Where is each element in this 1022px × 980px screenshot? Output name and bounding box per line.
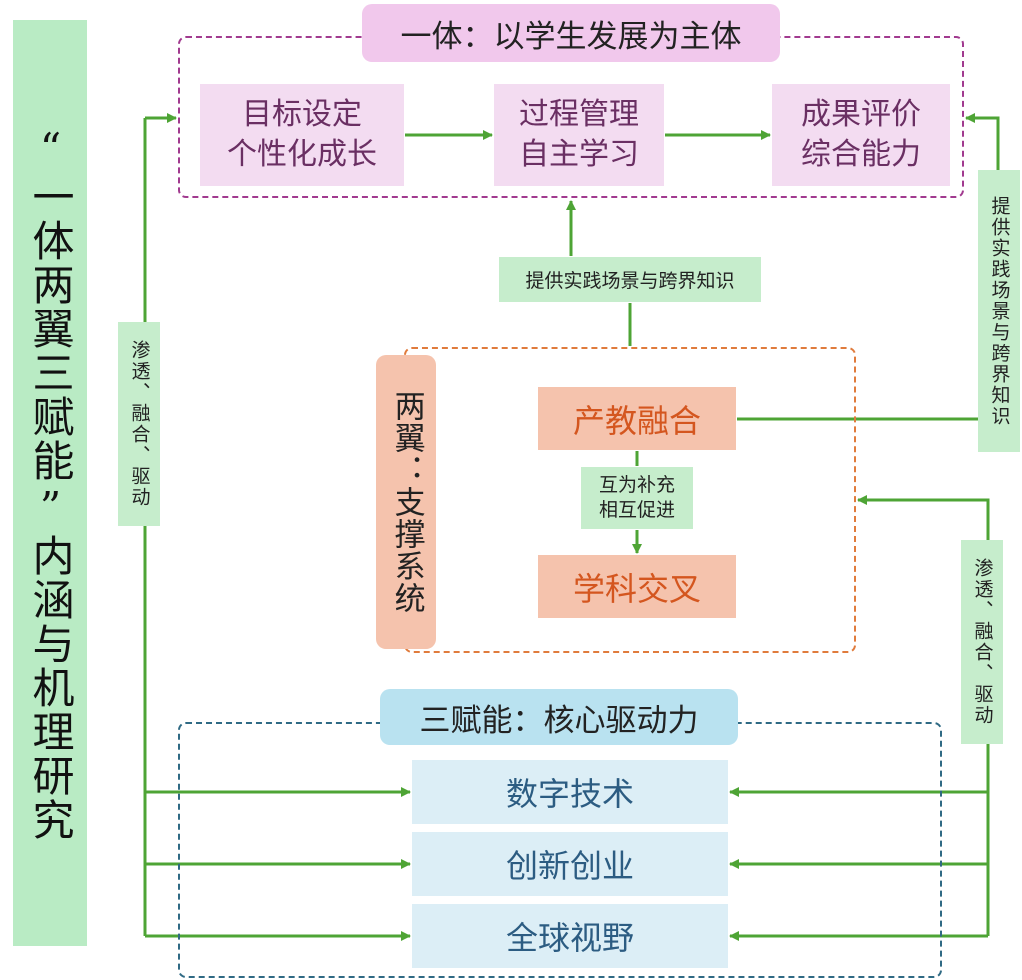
top-section-header: 一体：以学生发展为主体 [362,4,780,62]
side-title-text: “一体两翼三赋能”内涵与机理研究 [26,124,75,842]
digital-tech-box: 数字技术 [412,760,728,824]
bottom-section-header: 三赋能：核心驱动力 [380,689,738,745]
penetrate-left-text: 渗透、融合、驱动 [128,340,151,508]
goal-setting-box: 目标设定 个性化成长 [200,84,404,186]
interdisciplinary-box: 学科交叉 [538,555,736,618]
industry-education-box: 产教融合 [538,387,736,450]
global-vision-box: 全球视野 [412,904,728,968]
mutual-support-line1: 互为补充 [598,474,675,496]
mutual-support-line2: 相互促进 [598,499,675,521]
arrow-right-to-top [965,113,1000,170]
mutual-support-label: 互为补充 相互促进 [581,467,693,529]
penetrate-right-text: 渗透、融合、驱动 [971,558,994,726]
arrow-right-to-mid [857,495,990,540]
middle-section-header-text: 两翼：支撑系统 [388,390,425,614]
provide-scene-right-text: 提供实践场景与跨界知识 [988,195,1011,427]
provide-scene-label-right: 提供实践场景与跨界知识 [978,170,1020,452]
provide-scene-label-center: 提供实践场景与跨界知识 [499,257,761,302]
process-management-box: 过程管理 自主学习 [494,84,664,186]
goal-setting-line1: 目标设定 [242,97,362,132]
goal-setting-line2: 个性化成长 [227,137,377,172]
process-management-line1: 过程管理 [519,97,639,132]
result-evaluation-line2: 综合能力 [801,137,921,172]
process-management-line2: 自主学习 [519,137,639,172]
middle-section-header: 两翼：支撑系统 [376,355,436,649]
penetrate-label-right: 渗透、融合、驱动 [961,540,1003,744]
penetrate-label-left: 渗透、融合、驱动 [118,322,160,526]
innovation-entrepreneurship-box: 创新创业 [412,832,728,896]
result-evaluation-box: 成果评价 综合能力 [772,84,950,186]
result-evaluation-line1: 成果评价 [801,97,921,132]
side-title-panel: “一体两翼三赋能”内涵与机理研究 [13,20,87,946]
